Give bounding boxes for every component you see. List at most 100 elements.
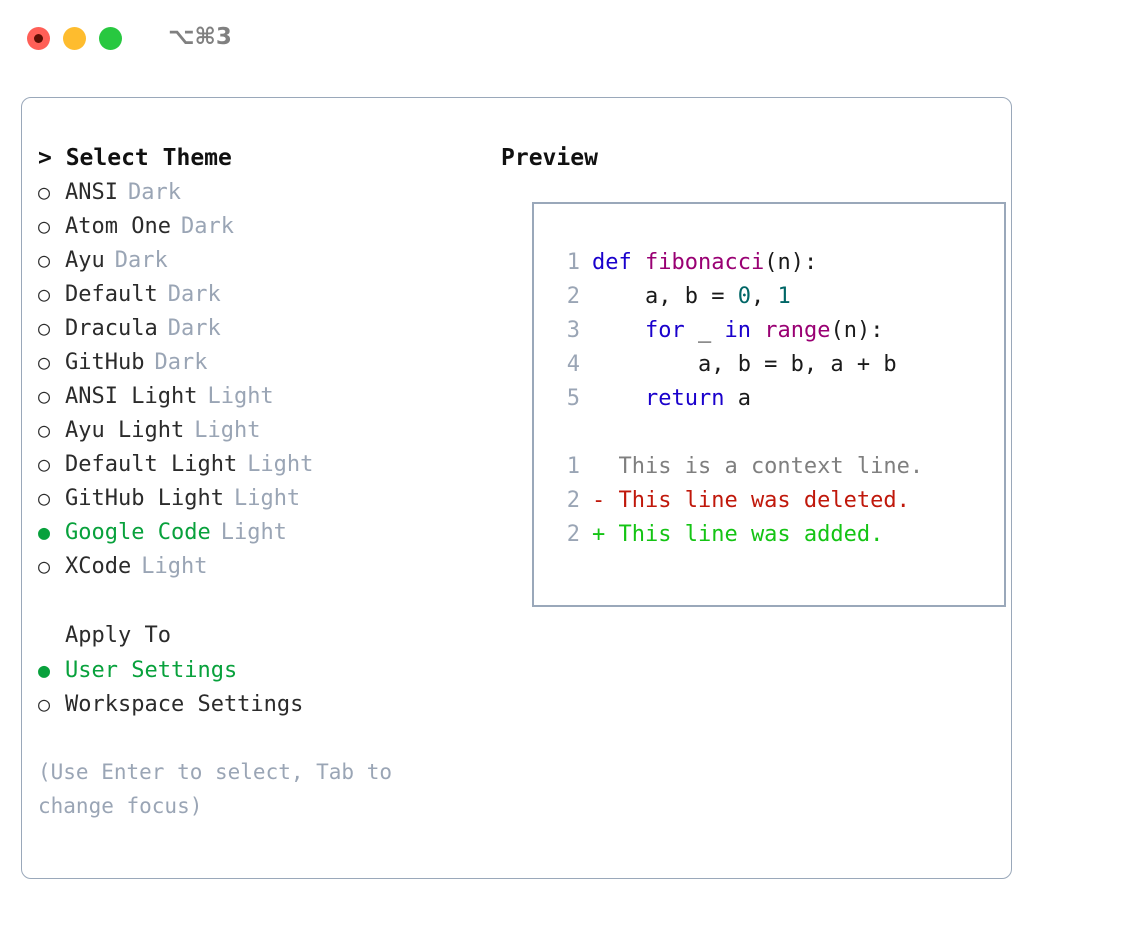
diff-line-text: - This line was deleted.	[592, 488, 910, 513]
line-number: 1	[566, 250, 580, 275]
code-line-text: return a	[592, 382, 751, 416]
code-token: _	[684, 318, 725, 343]
line-number: 1	[566, 454, 580, 479]
code-token: (n):	[764, 250, 818, 275]
theme-variant-badge: Light	[220, 520, 287, 545]
line-number: 2	[566, 284, 580, 309]
radio-unselected-icon: ○	[38, 282, 51, 306]
theme-variant-badge: Dark	[127, 180, 181, 205]
code-line-text: a, b = b, a + b	[592, 348, 897, 382]
close-window-icon[interactable]	[27, 27, 50, 50]
traffic-light-buttons	[27, 27, 122, 50]
code-token	[592, 386, 645, 411]
radio-unselected-icon: ○	[38, 384, 51, 408]
radio-unselected-icon: ○	[38, 316, 51, 340]
apply-to-label: Workspace Settings	[65, 692, 304, 717]
code-token: 0	[737, 284, 751, 309]
title-bar: ⌥⌘3	[0, 0, 1122, 76]
theme-name: Atom One	[65, 214, 171, 239]
radio-selected-icon: ●	[38, 520, 51, 544]
line-number: 2	[566, 488, 580, 513]
line-number: 3	[566, 318, 580, 343]
radio-unselected-icon: ○	[38, 248, 51, 272]
code-line: 3 for _ in range(n):	[550, 314, 998, 348]
theme-list-item[interactable]: ○ XCode Light	[38, 549, 478, 583]
theme-name: GitHub Light	[65, 486, 224, 511]
minimize-window-icon[interactable]	[63, 27, 86, 50]
code-token: for	[644, 318, 685, 343]
theme-variant-badge: Light	[141, 554, 208, 579]
code-line-text: a, b = 0, 1	[592, 280, 791, 314]
maximize-window-icon[interactable]	[99, 27, 122, 50]
code-token: range	[764, 318, 831, 343]
diff-line: 1 This is a context line.	[550, 450, 998, 484]
theme-variant-badge: Light	[233, 486, 301, 511]
diff-line-text: This is a context line.	[592, 454, 924, 479]
code-token: return	[644, 386, 725, 411]
theme-variant-badge: Dark	[167, 316, 221, 341]
theme-name: Ayu Light	[65, 418, 185, 443]
apply-to-list: ● User Settings ○ Workspace Settings	[38, 653, 478, 721]
code-token: (n):	[830, 318, 884, 343]
theme-variant-badge: Dark	[114, 248, 168, 273]
radio-unselected-icon: ○	[38, 486, 51, 510]
theme-variant-badge: Light	[247, 452, 314, 477]
theme-name: XCode	[65, 554, 132, 579]
theme-name: Google Code	[65, 520, 211, 545]
keyboard-hint-text: (Use Enter to select, Tab to change focu…	[38, 760, 405, 818]
apply-to-heading: Apply To	[65, 623, 171, 648]
theme-name: Default	[65, 282, 158, 307]
section-spacer	[38, 583, 478, 619]
theme-list-item[interactable]: ○ Dracula Dark	[38, 311, 478, 345]
code-diff-separator	[550, 416, 998, 450]
radio-unselected-icon: ○	[38, 350, 51, 374]
radio-unselected-icon: ○	[38, 180, 51, 204]
code-token	[592, 318, 645, 343]
code-token: 1	[777, 284, 791, 309]
apply-to-option[interactable]: ● User Settings	[38, 653, 478, 687]
radio-unselected-icon: ○	[38, 214, 51, 238]
diff-line: 2 - This line was deleted.	[550, 484, 998, 518]
diff-line: 2+ This line was added.	[550, 518, 998, 552]
line-number: 5	[566, 386, 580, 411]
code-line: 2 a, b = 0, 1	[550, 280, 998, 314]
theme-list-item[interactable]: ○ Default Light Light	[38, 447, 478, 481]
theme-variant-badge: Dark	[167, 282, 221, 307]
apply-to-option[interactable]: ○ Workspace Settings	[38, 687, 478, 721]
theme-list-item[interactable]: ● Google Code Light	[38, 515, 478, 549]
theme-list-item[interactable]: ○ Default Dark	[38, 277, 478, 311]
diff-line-text: + This line was added.	[592, 522, 884, 547]
code-token	[751, 318, 764, 343]
theme-name: Dracula	[65, 316, 158, 341]
theme-list-item[interactable]: ○ Ayu Dark	[38, 243, 478, 277]
code-line-text: for _ in range(n):	[592, 314, 883, 348]
apply-to-label: User Settings	[65, 658, 238, 683]
line-number: 4	[566, 352, 580, 377]
radio-unselected-icon: ○	[38, 452, 51, 476]
theme-name: Ayu	[65, 248, 105, 273]
radio-unselected-icon: ○	[38, 418, 51, 442]
theme-name: Default Light	[65, 452, 238, 477]
code-token: def	[592, 250, 645, 275]
theme-name: GitHub	[65, 350, 145, 375]
code-line: 4 a, b = b, a + b	[550, 348, 998, 382]
code-token: a, b = b, a + b	[592, 352, 897, 377]
radio-selected-icon: ●	[38, 658, 51, 682]
code-token: ,	[750, 284, 778, 309]
code-line: 1 def fibonacci(n):	[550, 246, 998, 280]
code-line-text: def fibonacci(n):	[592, 246, 817, 280]
radio-unselected-icon: ○	[38, 554, 51, 578]
radio-unselected-icon: ○	[38, 692, 51, 716]
theme-list-item[interactable]: ○ GitHub Light Light	[38, 481, 478, 515]
